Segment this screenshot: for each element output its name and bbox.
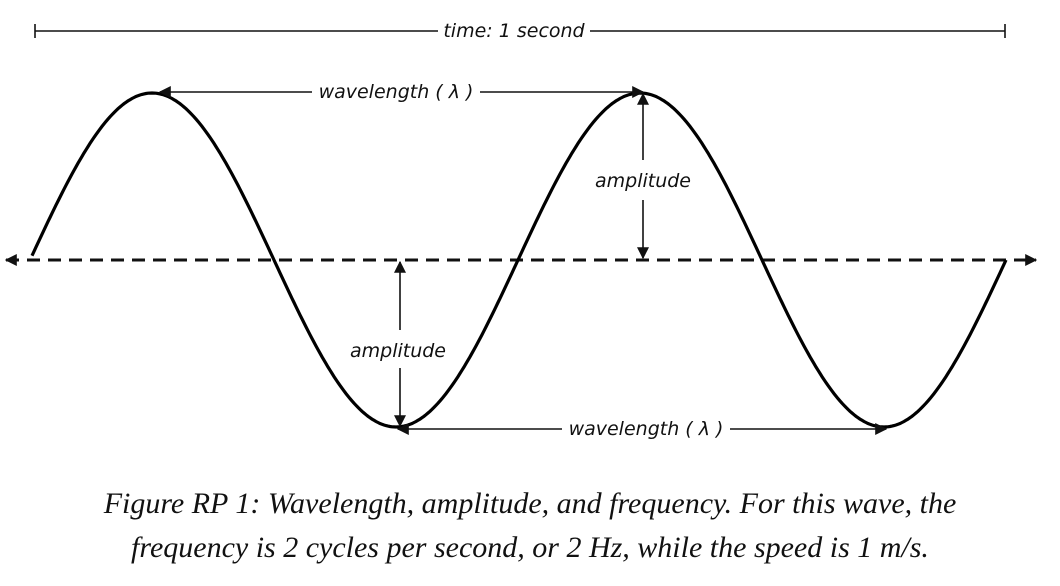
figure-caption: Figure RP 1: Wavelength, amplitude, and … — [20, 482, 1040, 570]
wavelength-top-label: wavelength ( λ ) — [319, 81, 474, 103]
amplitude-upper-label: amplitude — [595, 170, 691, 192]
time-label: time: 1 second — [443, 20, 585, 42]
caption-line-2: frequency is 2 cycles per second, or 2 H… — [131, 531, 929, 564]
amplitude-lower-label: amplitude — [350, 340, 446, 362]
wavelength-bottom-label: wavelength ( λ ) — [569, 418, 724, 440]
caption-line-1: Figure RP 1: Wavelength, amplitude, and … — [103, 487, 957, 520]
time-span-bracket — [34, 24, 1006, 38]
sine-wave-curve — [30, 91, 1008, 429]
